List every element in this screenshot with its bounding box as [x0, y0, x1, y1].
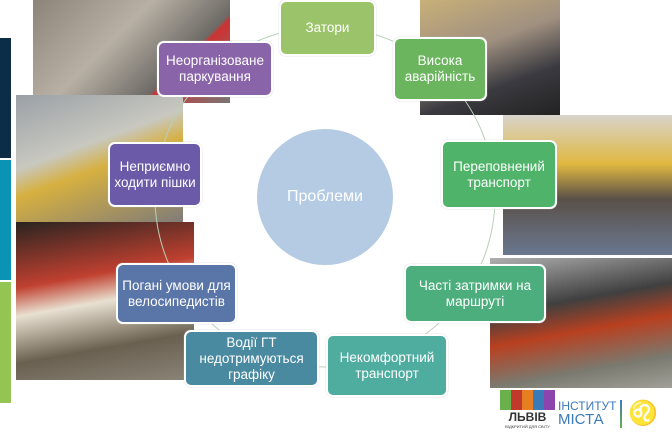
- problem-uncomfortable: Некомфортний транспорт: [326, 334, 448, 397]
- institute-logo-line2: МІСТА: [558, 411, 604, 428]
- lviv-towers-icon: [500, 390, 555, 410]
- lviv-logo-subtitle: ВІДКРИТИЙ ДЛЯ СВІТУ: [505, 424, 550, 429]
- accent-bar-navy: [0, 38, 11, 158]
- center-circle: Проблеми: [257, 129, 393, 265]
- problem-congestion: Затори: [279, 0, 376, 56]
- accent-bar-green: [0, 282, 11, 403]
- lviv-logo-text: ЛЬВІВ: [508, 410, 547, 424]
- problem-cyclists: Погані умови для велосипедистів: [116, 263, 237, 324]
- problem-delays: Часті затримки на маршруті: [404, 264, 546, 323]
- problem-schedule: Водії ГТ недотримуються графіку: [184, 330, 319, 387]
- problem-overcrowded: Переповнений транспорт: [441, 140, 557, 209]
- lviv-logo: ЛЬВІВ ВІДКРИТИЙ ДЛЯ СВІТУ: [500, 390, 555, 429]
- problem-parking: Неорганізоване паркування: [157, 41, 273, 97]
- accent-bar-teal: [0, 160, 11, 280]
- institute-logo-line1: ІНСТИТУТ: [558, 399, 617, 413]
- logo-divider: [620, 400, 622, 428]
- problem-accidents: Висока аварійність: [393, 37, 487, 101]
- lion-icon: ♌: [628, 400, 658, 427]
- problem-walking: Неприємно ходити пішки: [108, 142, 202, 207]
- institute-logo: ІНСТИТУТ МІСТА: [558, 400, 617, 428]
